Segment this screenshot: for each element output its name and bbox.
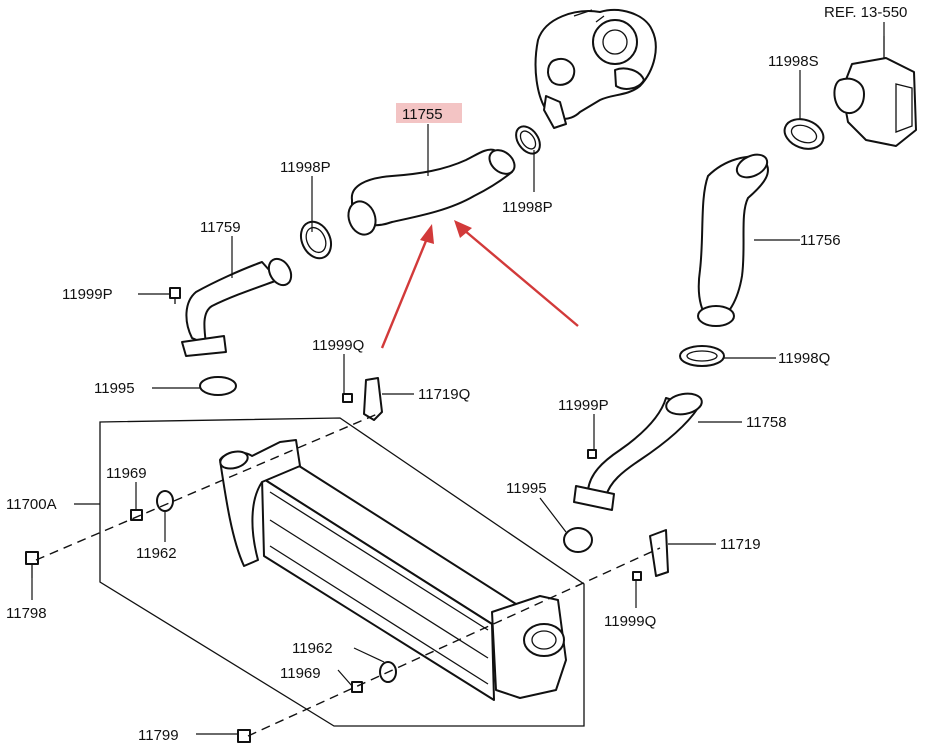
label-11999q-lower: 11999Q — [604, 613, 656, 630]
label-11998p-left: 11998P — [280, 159, 331, 176]
label-11969-upper: 11969 — [106, 465, 147, 482]
label-11962-lower: 11962 — [292, 640, 333, 657]
label-11799: 11799 — [138, 727, 179, 744]
intercooler-assembly-11700a — [99, 417, 585, 727]
label-11998p-right: 11998P — [502, 199, 553, 216]
label-11719: 11719 — [720, 536, 761, 553]
bolt-11999q-right — [632, 571, 642, 581]
label-ref-13-550: REF. 13-550 — [824, 4, 907, 21]
label-11756: 11756 — [800, 232, 841, 249]
hose-11755 — [347, 148, 516, 236]
bolt-11999p-right — [587, 449, 597, 459]
bolt-11999q-left — [342, 393, 353, 403]
ref-13-550-component — [833, 36, 917, 147]
clamp-11998q — [679, 345, 725, 367]
alignment-line-upper — [35, 411, 383, 561]
label-11999p-left: 11999P — [62, 286, 113, 303]
leader-lines — [31, 22, 885, 735]
pipe-11759 — [181, 257, 293, 357]
label-11798: 11798 — [6, 605, 47, 622]
bracket-11719 — [649, 529, 669, 577]
bolt-11798 — [25, 551, 39, 578]
bushing-11962-upper — [156, 490, 174, 512]
label-11999p-right: 11999P — [558, 397, 609, 414]
label-11755-highlight — [396, 103, 462, 123]
label-11998s: 11998S — [768, 53, 819, 70]
label-11995-right: 11995 — [506, 480, 547, 497]
clamp-11998p-right — [515, 125, 541, 155]
clamp-11998p-left — [299, 220, 333, 260]
label-11719q: 11719Q — [418, 386, 470, 403]
label-11700a: 11700A — [6, 496, 57, 513]
label-11758: 11758 — [746, 414, 787, 431]
label-11995-left: 11995 — [94, 380, 135, 397]
red-arrows — [380, 220, 579, 349]
label-11755: 11755 — [402, 106, 443, 123]
gasket-11995-right — [563, 527, 593, 553]
label-11969-lower: 11969 — [280, 665, 321, 682]
bolt-11999p-left — [169, 287, 181, 304]
bolt-11799 — [237, 729, 251, 743]
label-11999q-upper: 11999Q — [312, 337, 364, 354]
label-11998q: 11998Q — [778, 350, 830, 367]
gasket-11995-left — [199, 376, 237, 396]
label-11759: 11759 — [200, 219, 241, 236]
clamp-11998s — [783, 118, 825, 150]
turbocharger-drawing — [534, 9, 657, 129]
hose-11756 — [697, 153, 769, 327]
pipe-11758 — [573, 392, 703, 511]
label-11962-upper: 11962 — [136, 545, 177, 562]
alignment-line-lower — [247, 547, 661, 737]
bracket-11719q — [363, 377, 383, 421]
nut-11969-lower — [351, 681, 363, 693]
